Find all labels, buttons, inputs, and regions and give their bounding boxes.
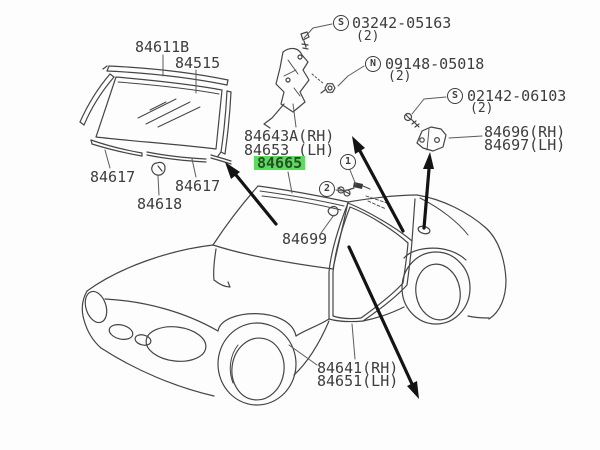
part-label-bracket-rh[interactable]: 84696(RH) <box>484 123 566 141</box>
arrowhead <box>225 162 240 179</box>
lower-molding-right-shape <box>146 151 232 165</box>
arrowhead <box>352 136 365 154</box>
arrow-to-mirror <box>358 149 405 233</box>
rear-body <box>416 194 507 320</box>
part-label-mirror-base-rh[interactable]: 84643A(RH) <box>244 127 335 145</box>
arrow-to-door-seal <box>347 245 414 386</box>
door-weatherstrip-path <box>332 206 409 320</box>
part-label-roof-clip[interactable]: 84699 <box>282 230 328 248</box>
fastener-cluster <box>337 182 391 210</box>
mirror-stalk <box>213 248 231 288</box>
part-label-upper-molding[interactable]: 84611B <box>135 38 190 56</box>
part-label-molding-right[interactable]: 84617 <box>175 177 221 195</box>
side-molding-right-shape <box>217 90 232 157</box>
side-bracket-shape <box>416 126 447 152</box>
fastener-qty-screw-top: (2) <box>356 29 380 44</box>
part-label-mirror-base-lh[interactable]: 84653 (LH) <box>244 141 335 159</box>
side-molding-left-shape <box>79 73 115 126</box>
car-outline <box>81 185 507 406</box>
front-wheel <box>217 322 297 406</box>
rear-wheel-arch <box>403 247 467 261</box>
screw-symbol-badge[interactable]: S <box>333 15 349 31</box>
reference-arrows <box>225 136 434 399</box>
air-intake <box>145 326 207 362</box>
leader-lines <box>104 23 483 366</box>
part-label-bracket-lh[interactable]: 84697(LH) <box>484 136 566 154</box>
lower-molding-left-shape <box>90 139 143 157</box>
glass-reflection-lines <box>137 98 201 128</box>
fastener-qty-screw-side: (2) <box>470 101 494 116</box>
upper-molding-shape <box>102 65 229 86</box>
roof-clip-shape <box>327 205 339 217</box>
rear-wheel <box>401 251 471 325</box>
arrowhead <box>407 381 419 399</box>
screw-symbol-badge[interactable]: S <box>447 88 463 104</box>
arrowhead <box>423 152 434 169</box>
fastener-code-screw-side[interactable]: 02142-06103 <box>467 87 567 105</box>
nut-symbol-badge[interactable]: N <box>365 56 381 72</box>
front-fender-line <box>104 298 219 332</box>
side-screw-glyph <box>403 112 420 128</box>
part-label-weatherstrip-rh[interactable]: 84641(RH) <box>317 359 399 377</box>
part-label-molding-left[interactable]: 84617 <box>90 168 136 186</box>
mirror-bracket-assembly <box>263 31 336 129</box>
part-label-glass[interactable]: 84515 <box>175 54 221 72</box>
hood-line <box>86 244 214 292</box>
headlight <box>84 290 108 324</box>
windshield-glass-shape <box>95 76 223 150</box>
front-wheel-arch <box>217 313 297 337</box>
screw-glyph <box>300 31 310 50</box>
windshield-assembly <box>79 65 232 176</box>
arrow-to-bracket <box>422 167 431 230</box>
glass-clip-shape <box>151 161 166 176</box>
fastener-qty-nut: (2) <box>388 69 412 84</box>
a-pillar <box>212 185 259 246</box>
fastener-code-screw-top[interactable]: 03242-05163 <box>352 14 452 32</box>
part-label-glass-clip[interactable]: 84618 <box>137 195 183 213</box>
callout-2-badge[interactable]: 2 <box>319 181 335 197</box>
header-molding-on-car <box>259 190 345 211</box>
grille-slot <box>108 324 134 340</box>
car-windshield-header <box>257 185 349 203</box>
part-label-weatherstrip-lh[interactable]: 84651(LH) <box>317 372 399 390</box>
arrow-to-windshield <box>234 173 278 226</box>
door-aperture-outer <box>328 202 413 323</box>
part-label-header-molding-highlighted[interactable]: 84665 <box>254 156 306 171</box>
nut-glyph <box>320 83 336 94</box>
callout-1-badge[interactable]: 1 <box>340 154 356 170</box>
fastener-code-nut[interactable]: 09148-05018 <box>385 55 485 73</box>
